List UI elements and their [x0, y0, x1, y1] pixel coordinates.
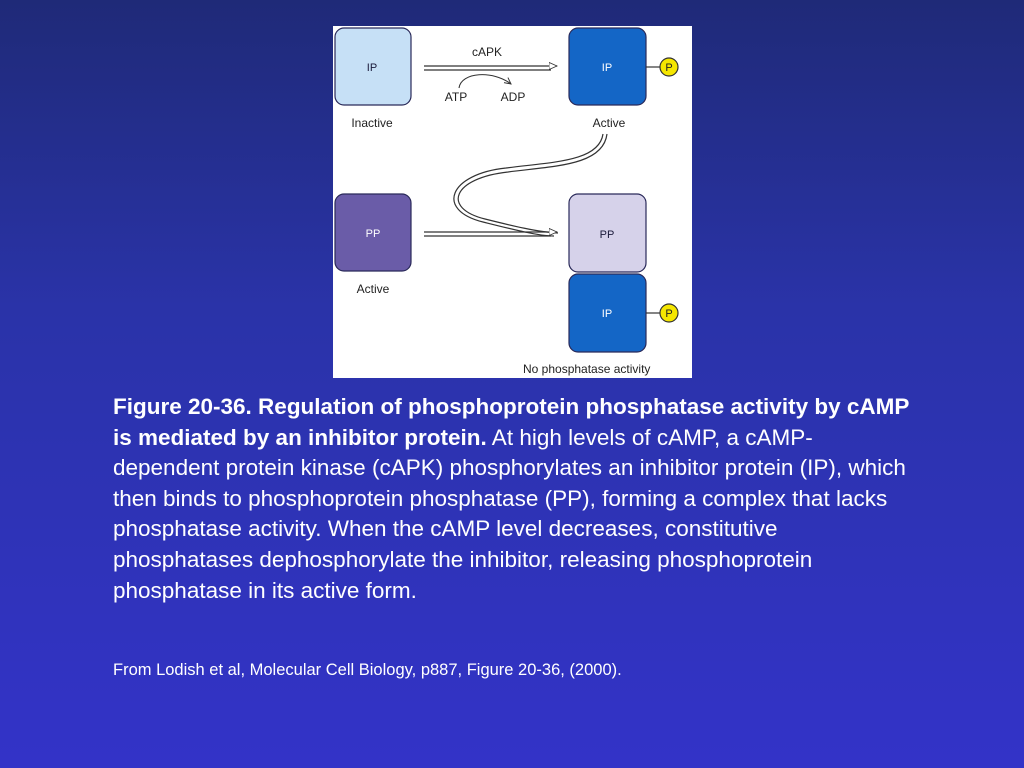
ip-complex-label: IP — [602, 308, 612, 320]
ip-inactive-label: IP — [367, 62, 377, 74]
pp-active-box — [334, 193, 412, 272]
citation: From Lodish et al, Molecular Cell Biolog… — [113, 661, 622, 679]
binding-curve — [457, 133, 608, 234]
inactive-label: Inactive — [351, 116, 393, 130]
ip-inactive-box — [334, 27, 412, 106]
active-left-label: Active — [357, 282, 390, 296]
regulation-diagram: IP Inactive cAPK ATP ADP IP P Active PP … — [334, 27, 679, 376]
figure-caption: Figure 20-36. Regulation of phosphoprote… — [113, 392, 918, 606]
atp-adp-curve — [458, 74, 511, 89]
no-phosphatase-activity-label: No phosphatase activity — [523, 362, 650, 376]
caption-body: At high levels of cAMP, a cAMP-dependent… — [113, 424, 906, 603]
phosphate-bottom-label: P — [665, 308, 672, 320]
ip-active-label: IP — [602, 62, 612, 74]
pp-complex-box — [568, 193, 647, 273]
active-top-label: Active — [593, 116, 626, 130]
pp-complex-label: PP — [600, 229, 615, 241]
atp-label: ATP — [445, 90, 467, 104]
figure-panel: IP Inactive cAPK ATP ADP IP P Active PP … — [333, 26, 692, 378]
capk-label: cAPK — [472, 45, 502, 59]
phosphate-top-icon — [659, 57, 679, 77]
binding-curve-inner — [453, 133, 604, 237]
adp-label: ADP — [501, 90, 526, 104]
phosphate-top-label: P — [665, 62, 672, 74]
pp-active-label: PP — [366, 228, 381, 240]
caption-title: Figure 20-36. Regulation of phosphoprote… — [113, 394, 909, 450]
phosphate-bottom-icon — [659, 303, 679, 323]
